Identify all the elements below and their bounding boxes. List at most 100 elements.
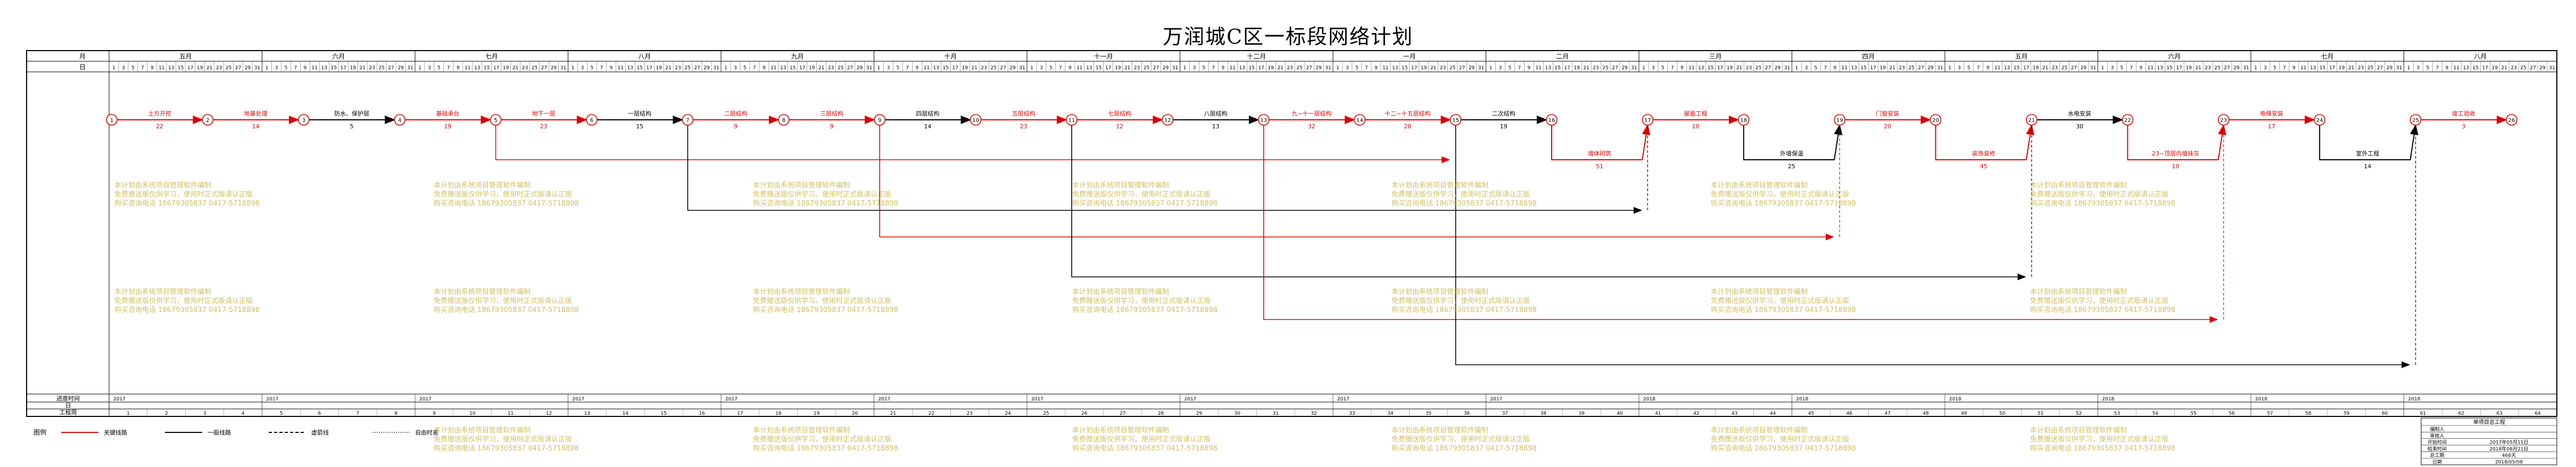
day-number: 17 [647,65,652,71]
week-number: 24 [1005,411,1011,416]
day-number: 1 [418,65,421,71]
watermark-line: 购买咨询电话 18679305837 0417-5718898 [2030,445,2175,453]
day-number: 17 [1105,65,1111,71]
day-number: 23 [675,65,681,71]
event-node-number: 14 [1356,118,1363,124]
day-number: 9 [1221,65,1224,71]
activity-duration: 23 [1020,123,1028,130]
event-node [106,114,118,126]
activity-label: 土方开挖 [148,110,171,117]
watermark-line: 购买咨询电话 18679305837 0417-5718898 [2030,306,2175,314]
event-node [1258,114,1270,126]
activity-label: 墙体砌筑 [1588,150,1611,157]
legend: 图例关键线路一般线路虚箭线自由时差 [34,429,438,436]
day-number: 9 [151,65,154,71]
month-label: 八月 [638,53,651,60]
day-number: 17 [2023,65,2029,71]
day-number: 21 [1277,65,1283,71]
day-number: 11 [1076,65,1082,71]
day-number: 17 [493,65,499,71]
day-number: 7 [600,65,603,71]
watermark-line: 购买咨询电话 18679305837 0417-5718898 [1391,200,1537,208]
month-label: 六月 [332,53,345,60]
activity-duration: 14 [252,123,260,130]
watermark-line: 本计划由系统项目管理软件编制 [1391,182,1489,190]
day-number: 13 [1086,65,1092,71]
event-node-number: 20 [1932,118,1939,124]
day-number: 5 [131,65,135,71]
day-number: 9 [609,65,612,71]
day-number: 1 [571,65,575,71]
day-number: 1 [1642,65,1645,71]
day-number: 13 [2157,65,2163,71]
month-label: 六月 [2168,53,2181,60]
schedule-mark: 2017 [1337,397,1349,402]
watermark-line: 本计划由系统项目管理软件编制 [1391,427,1489,435]
title-block-frame [2421,417,2557,465]
week-number: 38 [1540,411,1547,416]
watermark-line: 免费赠送版仅供学习，使用时正式版请认正版 [753,297,892,305]
day-number: 3 [734,65,737,71]
activity-duration: 5 [350,123,354,130]
watermark-line: 本计划由系统项目管理软件编制 [2030,288,2127,296]
watermark-line: 免费赠送版仅供学习，使用时正式版请认正版 [1711,297,1850,305]
watermark-line: 购买咨询电话 18679305837 0417-5718898 [1711,306,1856,314]
schedule-mark: 2017 [1031,397,1043,402]
week-number: 5 [280,411,283,416]
day-number: 17 [799,65,805,71]
week-number: 4 [242,411,245,416]
day-number: 19 [2033,65,2039,71]
event-node [2217,114,2230,126]
activity-arrow [1551,124,1651,160]
day-number: 15 [790,65,796,71]
activity-label: 地下一层 [532,110,556,117]
week-number: 19 [814,411,820,416]
watermark-line: 本计划由系统项目管理软件编制 [2030,182,2127,190]
day-number: 27 [1306,65,1312,71]
day-number: 5 [1203,65,1206,71]
watermark-line: 免费赠送版仅供学习，使用时正式版请认正版 [1711,191,1850,199]
day-number: 15 [484,65,490,71]
week-number: 11 [508,411,513,416]
day-number: 5 [1049,65,1053,71]
activity-duration: 25 [1788,163,1795,170]
event-node-number: 9 [878,118,881,124]
activity-label: 水电安装 [2068,110,2091,117]
watermark-line: 本计划由系统项目管理软件编制 [114,182,212,190]
day-number: 31 [2549,65,2555,71]
day-number: 7 [906,65,909,71]
day-number: 23 [522,65,528,71]
activity-arrow [2127,124,2226,160]
week-number: 22 [929,411,934,416]
event-node-number: 18 [1740,118,1747,124]
event-node [394,114,406,126]
event-node [586,114,598,126]
week-number: 47 [1884,411,1890,416]
day-number: 25 [2520,65,2526,71]
day-number: 21 [2042,65,2048,71]
page-title: 万润城C区一标段网络计划 [1162,25,1414,48]
day-number: 3 [1652,65,1655,71]
event-node [2506,114,2517,126]
month-label: 二月 [1556,53,1569,60]
watermark-block: 本计划由系统项目管理软件编制免费赠送版仅供学习，使用时正式版请认正版购买咨询电话… [1391,181,1537,208]
header-row-label: 日 [79,63,86,71]
day-number: 5 [1661,65,1664,71]
watermark-line: 本计划由系统项目管理软件编制 [434,182,531,190]
day-number: 15 [331,65,337,71]
day-number: 29 [1775,65,1781,71]
day-number: 23 [981,65,987,71]
day-number: 31 [2090,65,2096,71]
event-node-number: 24 [2316,118,2323,124]
event-node-number: 3 [302,118,305,124]
watermark-block: 本计划由系统项目管理软件编制免费赠送版仅供学习，使用时正式版请认正版购买咨询电话… [1711,288,1856,315]
day-number: 21 [1889,65,1895,71]
week-number: 8 [394,411,397,416]
day-number: 11 [312,65,318,71]
event-node-number: 23 [2220,118,2227,124]
day-number: 11 [2148,65,2153,71]
day-number: 23 [1593,65,1598,71]
day-number: 5 [285,65,288,71]
day-number: 29 [857,65,863,71]
footer-row-label: 进度时间 [56,395,80,402]
